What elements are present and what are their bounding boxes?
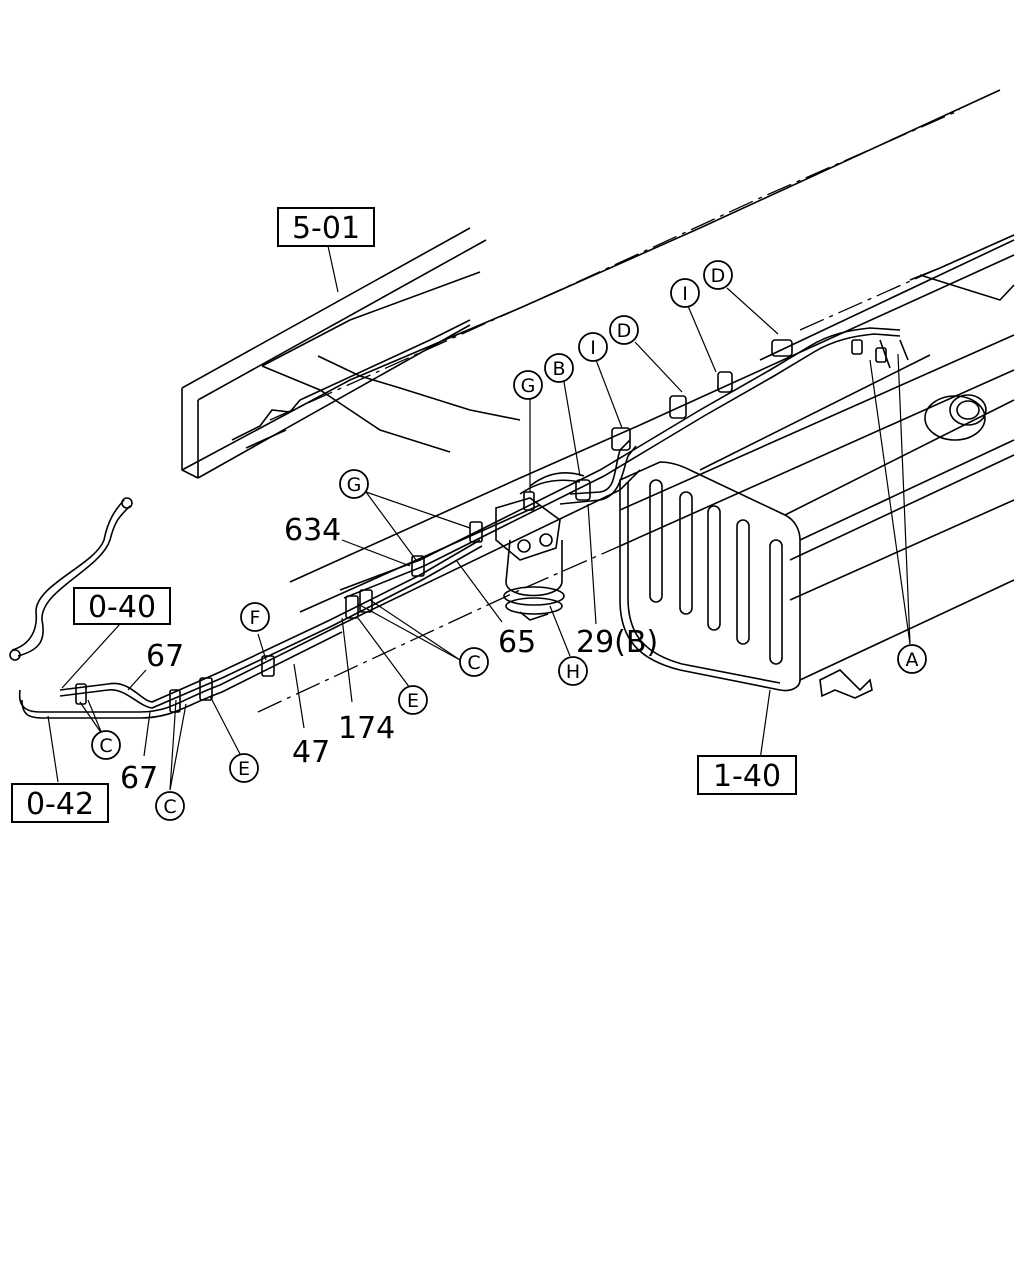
part-number-174: 174 <box>338 711 395 746</box>
box-inlet-label: 0-40 <box>88 590 156 625</box>
fuel-tank <box>619 354 1015 692</box>
svg-text:B: B <box>552 358 565 380</box>
part-numbers: 634 65 29(B) 67 67 47 174 <box>120 513 658 796</box>
callout-h: H <box>558 656 588 686</box>
callout-g-lower: G <box>339 469 369 499</box>
box-frame <box>277 207 375 247</box>
part-number-67-upper: 67 <box>146 639 184 674</box>
callout-c-bottom: C <box>155 791 185 821</box>
svg-text:G: G <box>521 375 536 397</box>
part-number-67-lower: 67 <box>120 761 158 796</box>
box-frame-label: 5-01 <box>292 211 360 246</box>
fuel-filter <box>495 497 565 621</box>
svg-text:C: C <box>99 735 112 757</box>
svg-text:C: C <box>163 796 176 818</box>
svg-text:G: G <box>347 474 362 496</box>
part-number-65: 65 <box>498 625 536 660</box>
callout-d-lower: D <box>609 315 639 345</box>
box-outlet-label: 0-42 <box>26 787 94 822</box>
box-outlet <box>11 783 109 823</box>
chassis-frame <box>181 89 1015 713</box>
svg-text:I: I <box>590 337 596 359</box>
fuel-pipes <box>9 327 909 719</box>
callout-e-left: E <box>229 753 259 783</box>
tank-ribs <box>649 479 783 665</box>
callout-i-upper: I <box>670 278 700 308</box>
reference-boxes: 5-01 1-40 0-40 0-42 <box>11 207 797 823</box>
leader-lines <box>47 245 911 791</box>
part-number-29b: 29(B) <box>576 625 658 660</box>
svg-text:F: F <box>250 607 261 629</box>
callouts: D I D I B G G F <box>91 260 927 821</box>
filler-cap <box>924 394 987 441</box>
box-inlet <box>73 587 171 625</box>
svg-text:I: I <box>682 283 688 305</box>
callout-a: A <box>897 644 927 674</box>
callout-f: F <box>240 602 270 632</box>
svg-text:A: A <box>906 649 919 671</box>
svg-text:E: E <box>407 690 419 712</box>
svg-text:D: D <box>617 320 632 342</box>
callout-c-left: C <box>91 730 121 760</box>
callout-b: B <box>544 353 574 383</box>
callout-c-right: C <box>459 647 489 677</box>
part-number-634: 634 <box>284 513 341 548</box>
callout-g-upper: G <box>513 370 543 400</box>
callout-i-lower: I <box>578 332 608 362</box>
part-number-47: 47 <box>292 735 330 770</box>
callout-e-right: E <box>398 685 428 715</box>
callout-d-upper: D <box>703 260 733 290</box>
svg-text:C: C <box>467 652 480 674</box>
svg-text:H: H <box>566 661 580 683</box>
svg-text:D: D <box>711 265 726 287</box>
box-tank-label: 1-40 <box>713 759 781 794</box>
box-tank <box>697 755 797 795</box>
svg-text:E: E <box>238 758 250 780</box>
